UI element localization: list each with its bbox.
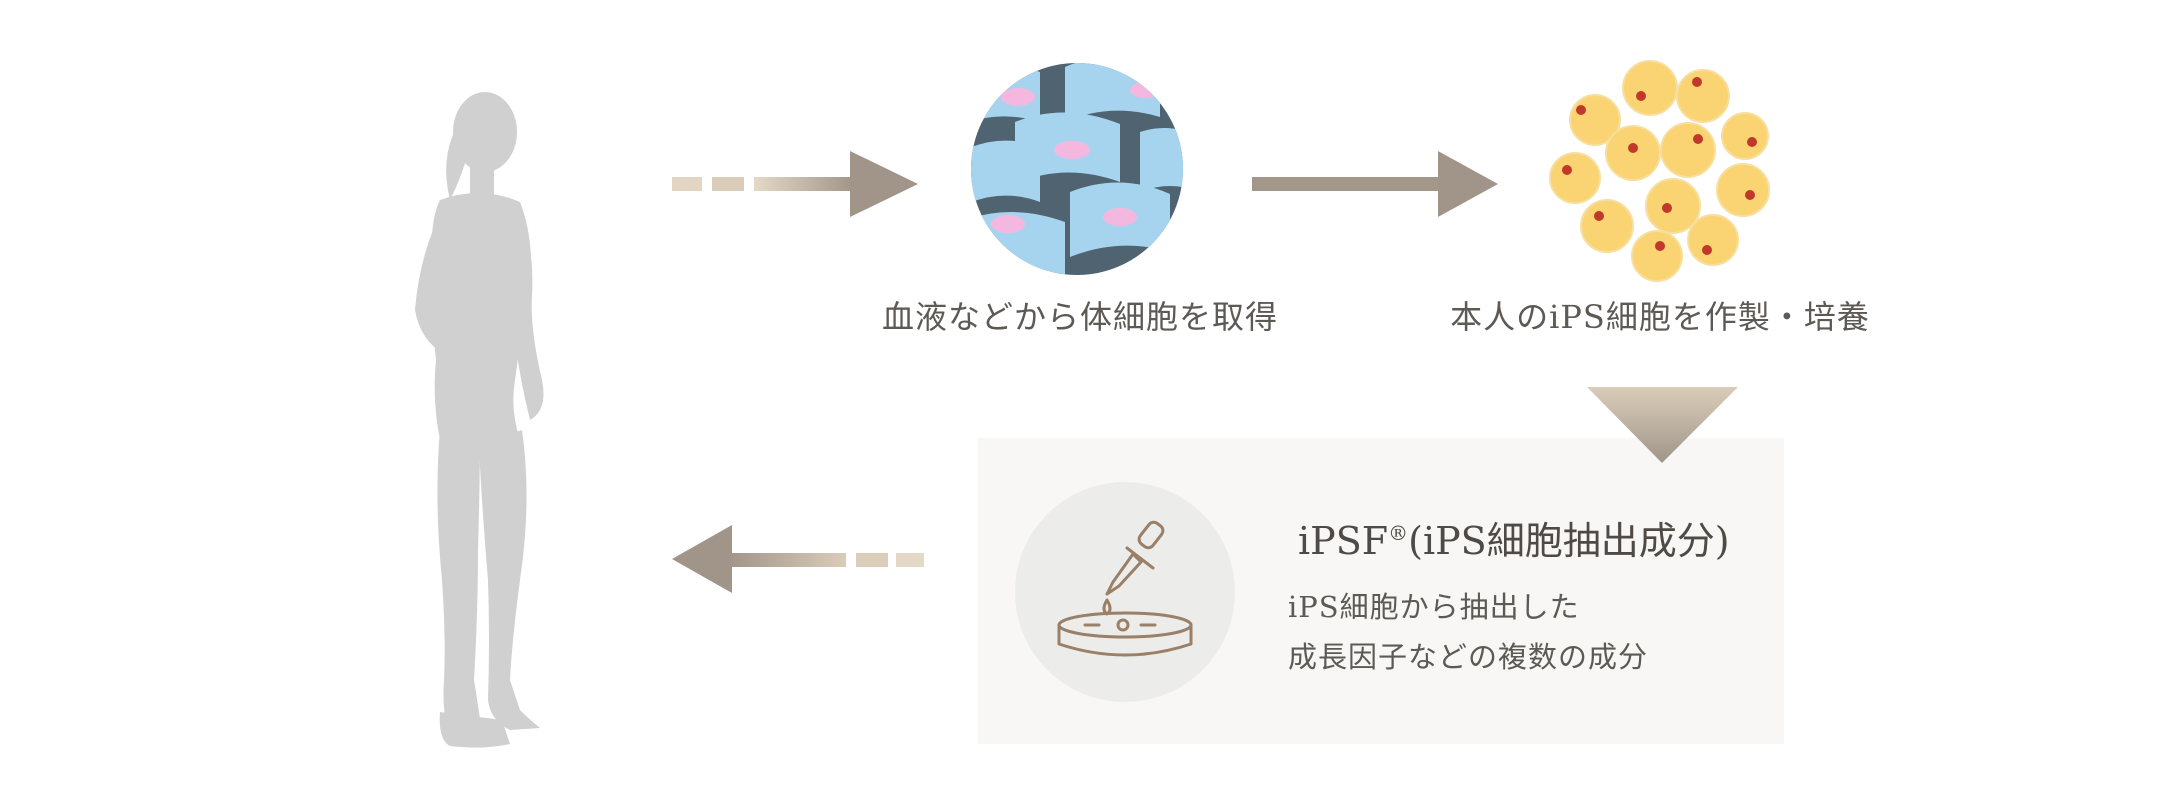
arrow-back-to-person [672,525,924,593]
product-name: iPSF [1298,519,1389,563]
product-description-line: 成長因子などの複数の成分 [1288,640,1649,674]
extract-icon-circle [1015,482,1235,702]
product-description-line: iPS細胞から抽出した [1288,590,1580,624]
product-title: iPSF®(iPS細胞抽出成分) [1298,510,1730,565]
step-collect-label: 血液などから体細胞を取得 [881,298,1278,336]
arrow-to-ips-cells [1252,151,1498,217]
registered-mark: ® [1388,521,1409,545]
product-subtitle: (iPS細胞抽出成分) [1408,519,1730,563]
dropper-petri-dish-icon [1057,520,1193,657]
arrow-to-somatic-cells [672,151,918,217]
step-culture-label: 本人のiPS細胞を作製・培養 [1450,298,1870,336]
woman-silhouette-icon [415,92,544,748]
arrow-down-icon [1587,387,1738,463]
ips-cells-icon [1549,60,1770,282]
somatic-cells-icon [971,63,1183,275]
